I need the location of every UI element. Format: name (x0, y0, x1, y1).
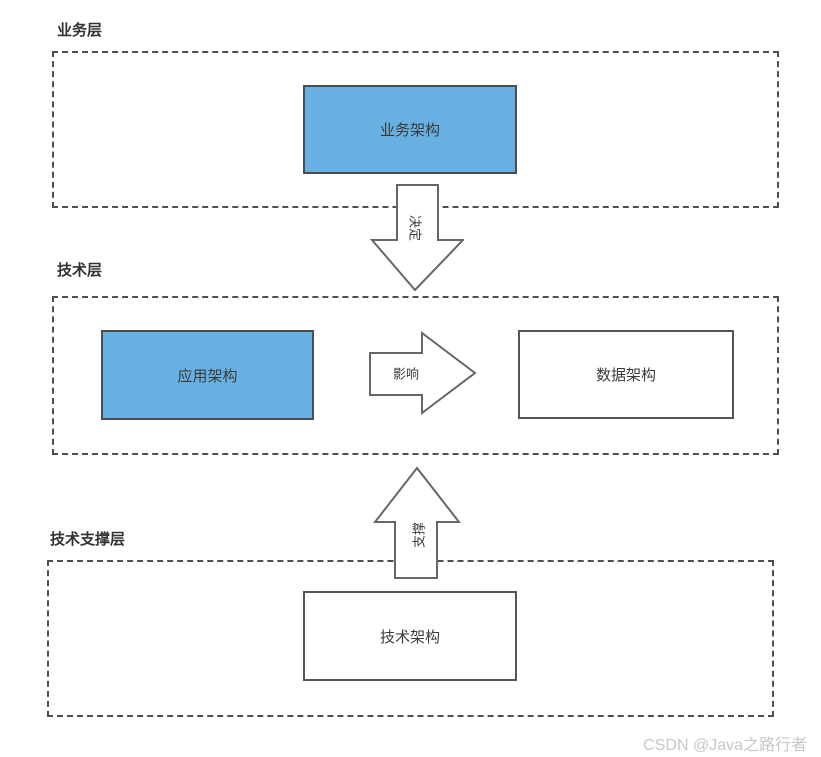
layer-label-technology: 技术层 (57, 262, 103, 279)
layer-label-business: 业务层 (57, 22, 103, 39)
arrow-decide-down-icon (369, 184, 464, 291)
layer-label-tech-support: 技术支撑层 (50, 531, 126, 548)
csdn-watermark: CSDN @Java之路行者 (643, 737, 807, 754)
node-business-architecture-label: 业务架构 (379, 122, 440, 139)
node-application-architecture: 应用架构 (101, 330, 314, 420)
node-data-architecture: 数据架构 (518, 330, 734, 419)
arrow-support-label: 支撑 (411, 521, 427, 549)
node-application-architecture-label: 应用架构 (177, 367, 238, 385)
node-business-architecture: 业务架构 (303, 85, 517, 174)
node-technology-architecture: 技术架构 (303, 591, 517, 681)
node-technology-architecture-label: 技术架构 (379, 628, 440, 646)
arrow-influence-label: 影响 (392, 366, 420, 382)
layer-region-technology (52, 296, 779, 455)
arrow-influence-right-icon (369, 331, 477, 416)
arrow-support-up-icon (373, 466, 462, 579)
node-data-architecture-label: 数据架构 (595, 367, 656, 384)
arrow-decide-label: 决定 (407, 214, 423, 242)
